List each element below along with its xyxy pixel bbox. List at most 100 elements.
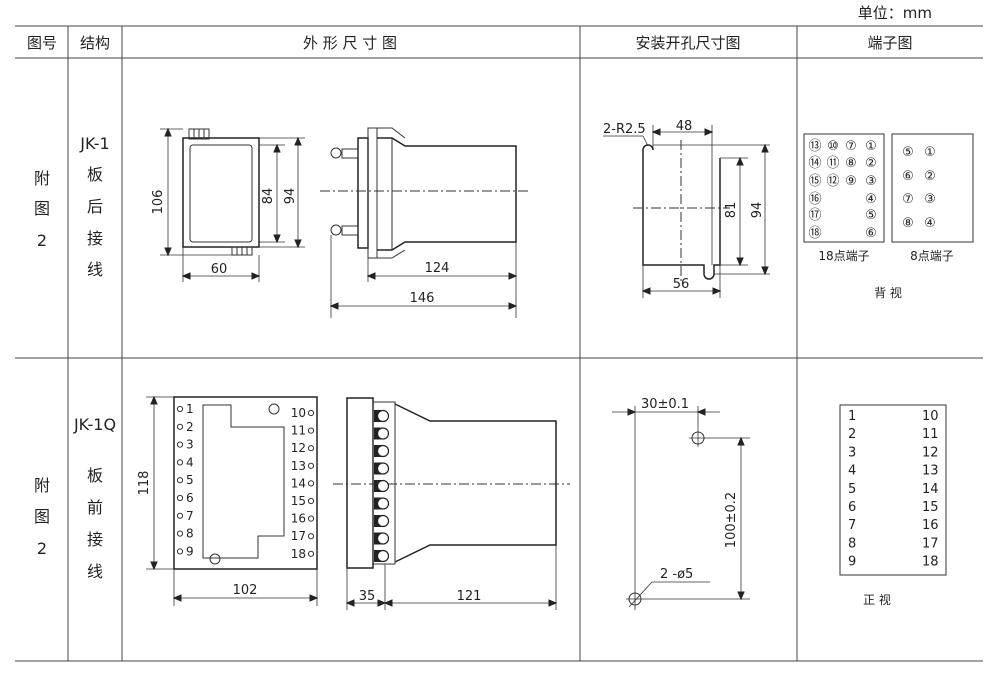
terminal8-caption: 8点端子 [910,249,954,263]
dim-84: 84 [261,188,276,205]
row2-fig-char-2: 图 [34,507,50,526]
side-screw-head [376,549,390,563]
front-terminal-label: 18 [291,547,306,561]
front-terminal-dot [307,409,315,417]
dim-124: 124 [425,261,450,276]
front-terminal-label: 4 [186,455,194,469]
row1-fig-char-1: 附 [34,169,50,188]
dim-81: 81 [724,202,739,219]
t18-r5c4: ⑤ [865,208,877,223]
front-terminal-dot [307,497,315,505]
front-terminal-dot [176,512,184,519]
front-terminal-label: 14 [291,476,306,490]
terminal-front-number: 9 [848,555,856,570]
row2-view-label: 正 视 [863,592,891,607]
dim-100: 100±0.2 [724,492,739,548]
dim-2-phi5: 2 -ø5 [660,567,693,582]
t8-r1c2: ① [924,145,936,160]
row2-side-view [333,397,570,610]
dim-121: 121 [457,589,482,604]
front-terminal-dot [176,477,184,484]
t18-r3c3: ⑨ [845,174,857,189]
t18-r6c4: ⑥ [865,226,877,241]
terminal-front-number: 4 [848,464,856,479]
header-fig-no: 图号 [27,34,57,52]
terminal-front-number: 11 [922,427,939,442]
terminal-front-box [839,404,947,576]
row1-model: JK-1 [79,134,109,153]
row2-structure-2: 前 [87,498,103,517]
terminal-front-number: 15 [922,500,939,515]
row2-model: JK-1Q [73,415,116,434]
front-terminal-dot [307,462,315,469]
table-grid [15,25,983,662]
terminal-front-number: 16 [922,518,939,533]
front-terminal-dot [307,515,315,522]
row1-front-view [160,127,305,282]
terminal8-box [891,133,974,243]
row1-side-view [320,127,530,318]
side-screw-head [376,532,390,545]
terminal-front-number: 14 [922,482,939,497]
front-terminal-dot [176,494,184,502]
terminal-front-number: 8 [848,536,856,551]
front-terminal-label: 8 [186,527,194,541]
front-terminal-dot [307,550,315,557]
terminal-front-number: 3 [848,445,856,460]
terminal-front-number: 13 [922,464,939,479]
row1-fig-char-3: 2 [37,231,47,250]
row2-structure-3: 接 [87,530,103,549]
front-terminal-label: 12 [291,441,306,455]
row2-fig-char-1: 附 [34,476,50,495]
side-screw-head [376,444,390,458]
row1-view-label: 背 视 [874,285,902,300]
front-terminal-label: 1 [186,402,194,416]
t18-r6c1: ⑱ [808,226,821,241]
terminal-front-number: 12 [922,445,939,460]
row2-fig-char-3: 2 [37,539,47,558]
front-terminal-dot [307,480,315,487]
t18-r5c1: ⑰ [808,208,821,223]
front-terminal-label: 15 [291,494,306,508]
t18-r2c1: ⑭ [808,156,821,171]
row1-structure-1: 板 [87,165,103,184]
row1-structure-3: 接 [87,229,103,248]
terminal-front-number: 10 [922,409,939,424]
front-terminal-label: 2 [186,420,194,434]
t18-r4c1: ⑯ [808,192,821,207]
t18-r1c2: ⑩ [827,139,839,154]
dim-2-r2-5: 2-R2.5 [603,122,646,137]
terminal-front-number: 7 [848,518,856,533]
row1-fig-char-2: 图 [34,199,50,218]
t18-r1c1: ⑬ [808,139,821,154]
t18-r3c4: ③ [865,174,877,189]
front-terminal-label: 7 [186,509,194,523]
t18-r1c4: ① [865,139,877,154]
side-terminal-screws [374,409,390,563]
row2-front-panel [146,395,319,606]
dim-106: 106 [151,190,166,215]
front-terminal-dot [307,427,315,434]
t18-r3c1: ⑮ [808,174,821,189]
dim-94-cut: 94 [750,202,765,219]
front-terminal-label: 5 [186,473,194,487]
unit-label: 单位：mm [858,4,932,22]
dim-60: 60 [211,262,228,277]
t18-r2c4: ② [865,156,877,171]
header-cutout: 安装开孔尺寸图 [635,34,740,52]
terminal-front-number: 1 [848,409,856,424]
terminal-front-number: 6 [848,500,856,515]
front-terminal-dot [176,423,184,430]
front-terminal-label: 10 [291,406,306,420]
row2-structure-4: 线 [87,562,103,581]
header-outline: 外 形 尺 寸 图 [303,34,397,52]
t18-r4c4: ④ [865,192,877,207]
row1-cutout [603,125,770,298]
terminal-front-number: 5 [848,482,856,497]
front-terminal-dot [176,441,184,448]
side-screw-head [376,409,390,423]
side-screw-head [376,427,390,440]
